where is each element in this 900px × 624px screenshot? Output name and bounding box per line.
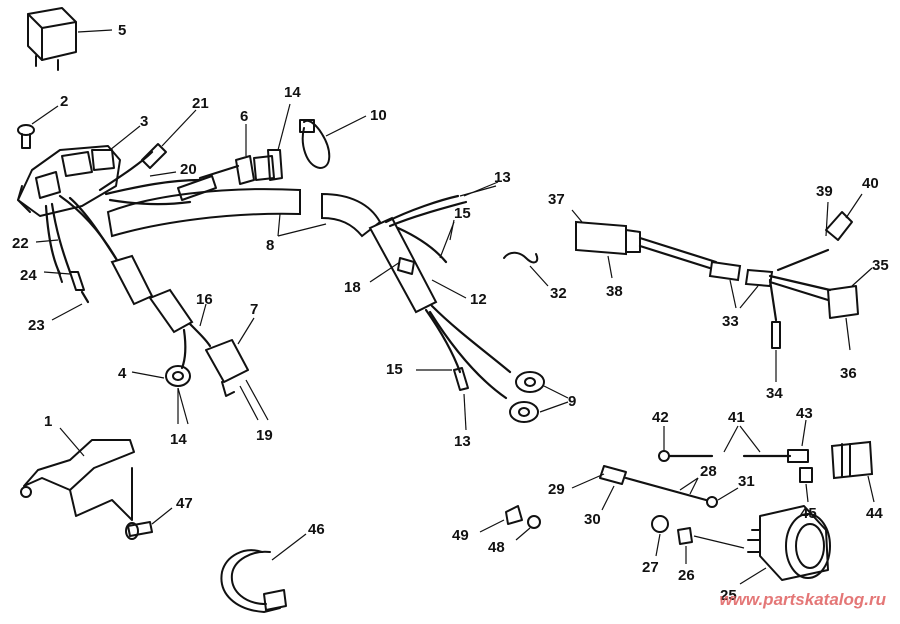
gauge-25 — [747, 505, 831, 581]
callout-39: 39 — [816, 183, 833, 200]
callout-32: 32 — [550, 285, 567, 302]
screw-48 — [527, 515, 541, 529]
callout-27: 27 — [642, 559, 659, 576]
callout-33: 33 — [722, 313, 739, 330]
relay-socket-7 — [205, 339, 249, 397]
terminal-wires-left — [57, 269, 90, 304]
callout-14b: 14 — [170, 431, 187, 448]
callout-2: 2 — [60, 93, 68, 110]
callout-49: 49 — [452, 527, 469, 544]
callout-26: 26 — [678, 567, 695, 584]
callout-35: 35 — [872, 257, 889, 274]
strap-46 — [220, 549, 287, 613]
main-harness-sleeve — [106, 188, 382, 238]
watermark-text: www.partskatalog.ru — [719, 590, 886, 609]
lower-harness — [110, 254, 212, 370]
callout-29: 29 — [548, 481, 565, 498]
ground-wire-41 — [658, 449, 809, 463]
callout-44: 44 — [866, 505, 883, 522]
callout-23: 23 — [28, 317, 45, 334]
connector-44 — [830, 440, 874, 480]
relay-part — [27, 7, 77, 71]
callout-30: 30 — [584, 511, 601, 528]
callout-47: 47 — [176, 495, 193, 512]
callout-48: 48 — [488, 539, 505, 556]
bushing-45 — [799, 467, 813, 483]
connector-sleeve-20 — [177, 175, 217, 201]
callout-45: 45 — [800, 505, 817, 522]
screw-part — [17, 124, 35, 149]
callout-5: 5 — [118, 22, 126, 39]
callout-8: 8 — [266, 237, 274, 254]
callout-42: 42 — [652, 409, 669, 426]
callout-13: 13 — [494, 169, 511, 186]
harness-wires — [44, 150, 240, 276]
callout-40: 40 — [862, 175, 879, 192]
callout-22: 22 — [12, 235, 29, 252]
connector-cap-21 — [141, 143, 167, 169]
callout-37: 37 — [548, 191, 565, 208]
callout-3: 3 — [140, 113, 148, 130]
callout-1: 1 — [44, 413, 52, 430]
callout-24: 24 — [20, 267, 37, 284]
connector-6 — [235, 155, 275, 185]
callout-31: 31 — [738, 473, 755, 490]
clip-49 — [505, 505, 523, 525]
wire-28 — [599, 465, 718, 508]
callout-43: 43 — [796, 405, 813, 422]
terminal-block-part — [17, 145, 121, 217]
callout-16: 16 — [196, 291, 213, 308]
callout-46: 46 — [308, 521, 325, 538]
callout-14: 14 — [284, 84, 301, 101]
connector-plug-14-top — [267, 149, 283, 181]
callout-15b: 15 — [386, 361, 403, 378]
center-branch — [368, 194, 545, 423]
connector-37 — [575, 211, 859, 349]
screw-47 — [125, 521, 153, 540]
callout-9: 9 — [568, 393, 576, 410]
callout-6: 6 — [240, 108, 248, 125]
callout-18: 18 — [344, 279, 361, 296]
callout-4: 4 — [118, 365, 127, 382]
bracket-1 — [20, 439, 135, 521]
callout-12: 12 — [470, 291, 487, 308]
callout-38: 38 — [606, 283, 623, 300]
clip-32 — [503, 251, 539, 264]
callout-41: 41 — [728, 409, 745, 426]
round-connector-4 — [165, 365, 191, 387]
callout-13b: 13 — [454, 433, 471, 450]
callout-25: 25 — [720, 587, 737, 604]
callout-34: 34 — [766, 385, 783, 402]
callout-19: 19 — [256, 427, 273, 444]
bulb-27 — [651, 515, 669, 533]
callout-21: 21 — [192, 95, 209, 112]
callout-10: 10 — [370, 107, 387, 124]
callout-28: 28 — [700, 463, 717, 480]
callout-15: 15 — [454, 205, 471, 222]
callout-20: 20 — [180, 161, 197, 178]
callout-36: 36 — [840, 365, 857, 382]
socket-26 — [677, 527, 693, 545]
callout-7: 7 — [250, 301, 258, 318]
cable-tie-10 — [299, 119, 331, 169]
